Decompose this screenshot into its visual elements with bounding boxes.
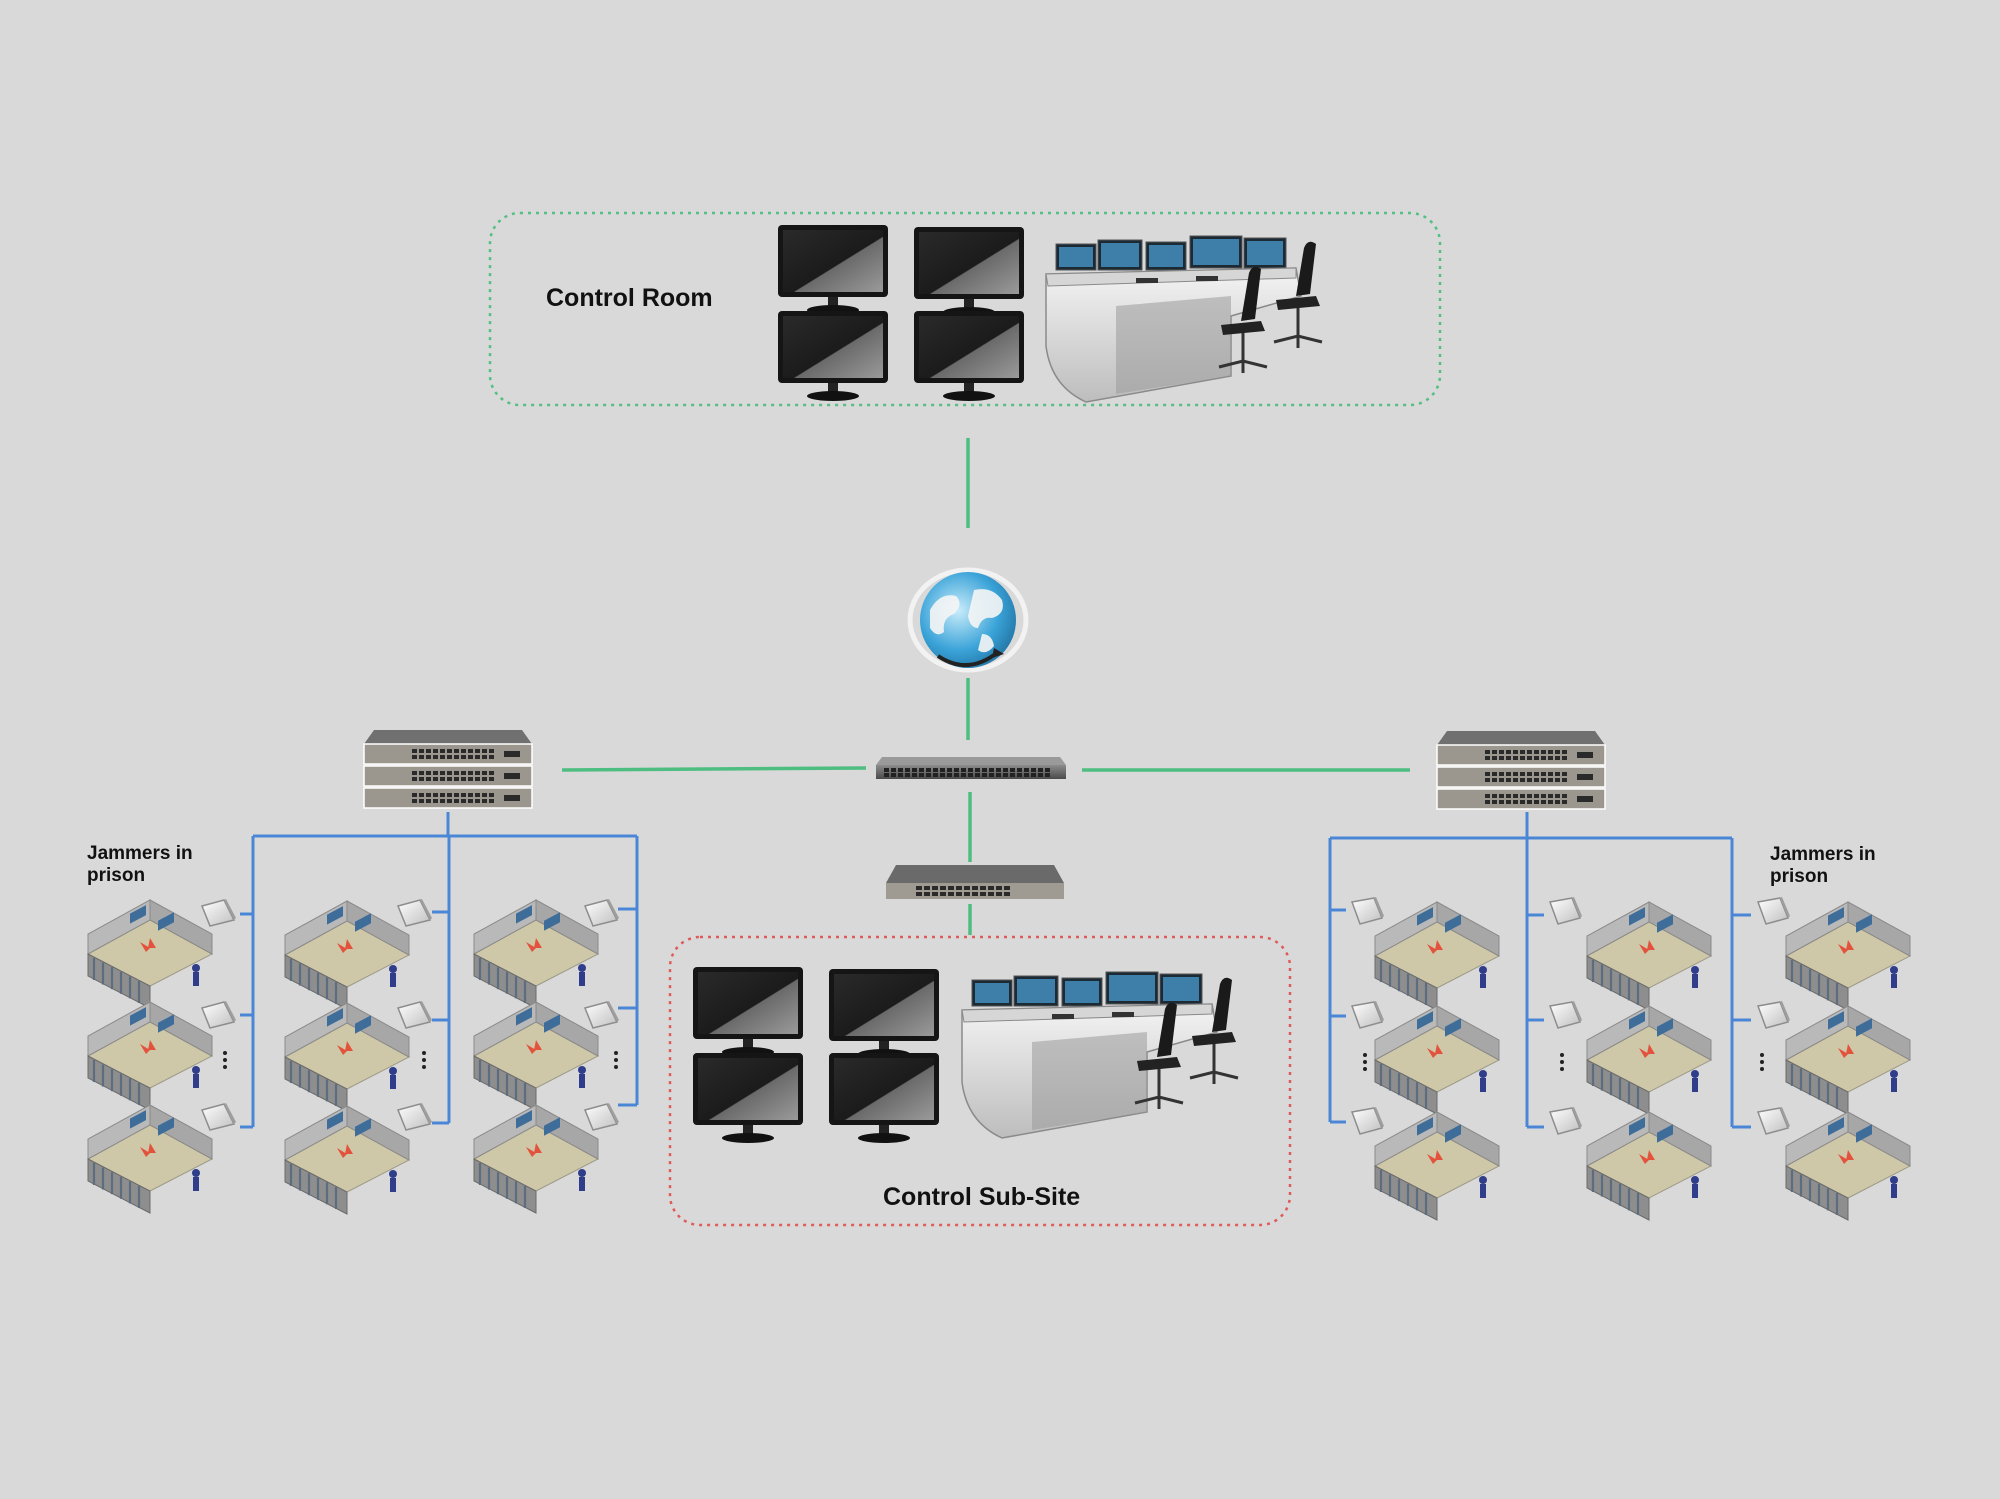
monitor-icon	[914, 311, 1024, 401]
jammer-device-icon	[583, 1103, 619, 1131]
stacked-switch-icon	[1436, 731, 1606, 810]
monitor-icon	[778, 311, 888, 401]
backbone-links	[561, 438, 1410, 935]
jammer-device-icon	[1350, 897, 1384, 925]
core-switch-icon	[876, 757, 1066, 779]
access-switch-icon	[886, 865, 1064, 899]
monitor-icon	[778, 225, 888, 315]
internet-globe-icon	[907, 567, 1029, 673]
ellipsis-icon	[614, 1051, 618, 1069]
jammer-device-icon	[200, 1103, 236, 1131]
prison-cell-icon	[472, 1104, 600, 1214]
control-sub-site-label: Control Sub-Site	[883, 1183, 1081, 1211]
ellipsis-icon	[1760, 1053, 1764, 1071]
control-sub-site-box	[668, 935, 1292, 1227]
ellipsis-icon	[422, 1051, 426, 1069]
monitor-icon	[829, 1053, 939, 1143]
jammer-device-icon	[396, 899, 432, 927]
access-links	[240, 812, 1751, 1129]
jammer-device-icon	[1548, 1001, 1582, 1029]
monitor-icon	[693, 967, 803, 1057]
prison-cell-icon	[1373, 1111, 1501, 1221]
prison-cell-icon	[1585, 1111, 1713, 1221]
control-room-box	[488, 211, 1442, 407]
prison-cell-icon	[1784, 1111, 1912, 1221]
jammers-right-label: Jammers in prison	[1770, 844, 1876, 887]
prison-cell-icon	[283, 900, 411, 1010]
monitor-icon	[914, 227, 1024, 317]
jammer-device-icon	[583, 899, 619, 927]
stacked-switch-icon	[363, 730, 533, 809]
ellipsis-icon	[1363, 1053, 1367, 1071]
monitor-icon	[693, 1053, 803, 1143]
prison-cell-icon	[283, 1105, 411, 1215]
ellipsis-icon	[223, 1051, 227, 1069]
jammer-device-icon	[1756, 1001, 1790, 1029]
prison-cell-icon	[86, 1001, 214, 1111]
jammer-device-icon	[200, 1001, 236, 1029]
jammer-device-icon	[583, 1001, 619, 1029]
prison-cell-icon	[1585, 901, 1713, 1011]
prison-cell-icon	[283, 1002, 411, 1112]
prison-cell-icon	[1585, 1005, 1713, 1115]
prison-cell-icon	[1784, 1005, 1912, 1115]
ellipsis-icon	[1560, 1053, 1564, 1071]
jammer-device-icon	[1756, 897, 1790, 925]
prison-cell-icon	[86, 899, 214, 1009]
control-console-icon	[1045, 235, 1323, 403]
jammer-device-icon	[1756, 1107, 1790, 1135]
control-console-icon	[961, 971, 1239, 1139]
jammer-device-icon	[1548, 897, 1582, 925]
jammers-left-label: Jammers in prison	[87, 843, 193, 886]
prison-cell-icon	[472, 1001, 600, 1111]
prison-cell-icon	[1373, 901, 1501, 1011]
jammer-device-icon	[1350, 1107, 1384, 1135]
jammer-device-icon	[396, 1103, 432, 1131]
jammer-device-icon	[396, 1001, 432, 1029]
jammer-device-icon	[200, 899, 236, 927]
prison-cell-icon	[472, 899, 600, 1009]
prison-cell-icon	[86, 1104, 214, 1214]
jammer-device-icon	[1548, 1107, 1582, 1135]
control-room-label: Control Room	[546, 284, 713, 312]
jammer-device-icon	[1350, 1001, 1384, 1029]
prison-cell-icon	[1784, 901, 1912, 1011]
prison-cell-icon	[1373, 1005, 1501, 1115]
monitor-icon	[829, 969, 939, 1059]
